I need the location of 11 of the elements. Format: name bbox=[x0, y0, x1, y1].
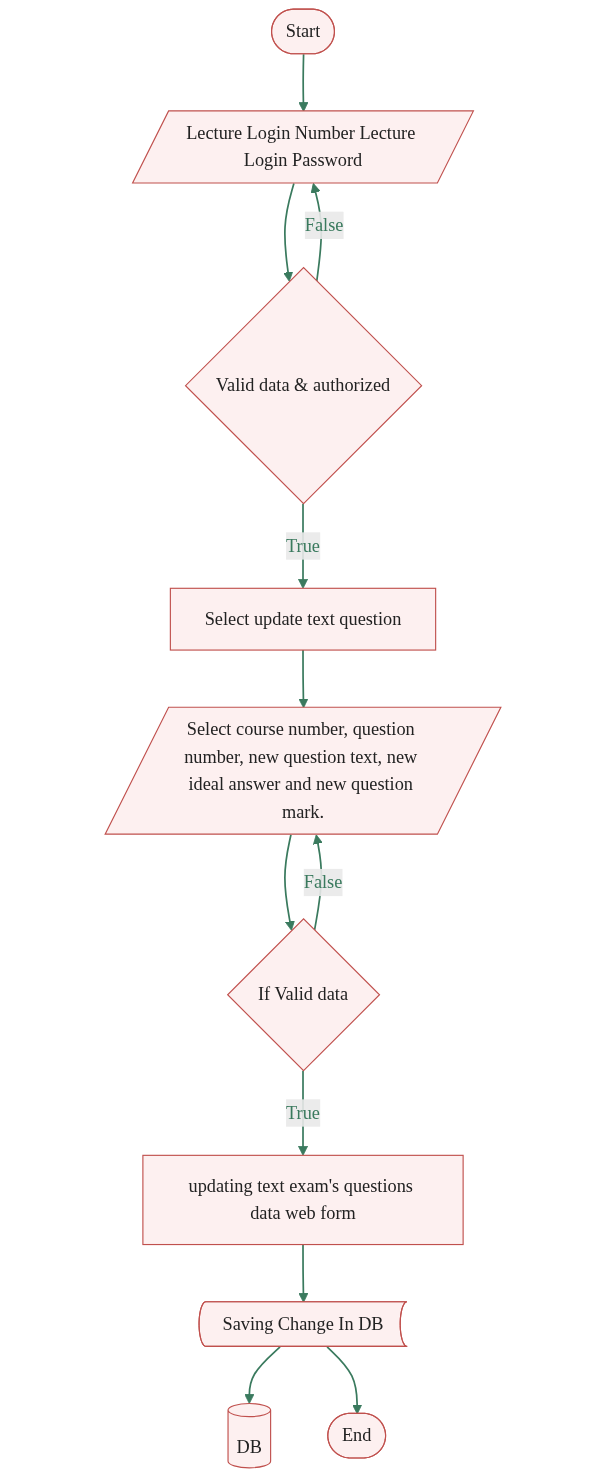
edge-label: False bbox=[304, 215, 344, 235]
node-box: updating text exam's questions data web form bbox=[142, 1154, 464, 1246]
node-diamond: Valid data & authorized bbox=[184, 266, 423, 505]
arrow bbox=[326, 1346, 363, 1415]
node-box: Select update text question bbox=[169, 587, 437, 651]
edge-label: False bbox=[303, 872, 343, 892]
node-diamond: If Valid data bbox=[226, 918, 381, 1072]
edge-label: True bbox=[286, 1102, 320, 1123]
arrow bbox=[283, 182, 295, 282]
arrow bbox=[244, 1346, 281, 1404]
edge-label: True bbox=[286, 535, 320, 556]
